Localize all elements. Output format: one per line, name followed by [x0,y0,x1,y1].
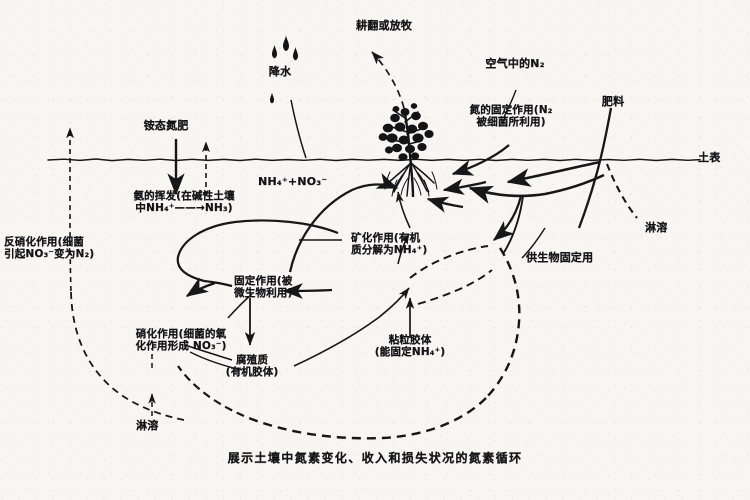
label-soil-surface: 土表 [698,151,721,164]
leaching-right-arrow [606,163,638,219]
mineralization-arrows [299,191,411,265]
label-mineralization-line1: 矿化作用(有机 [351,232,421,244]
label-immobilization-line2: 微生物利用) [234,287,293,299]
label-ammonia-volatilization-line1: 氨的挥发(在碱性土壤 [133,190,235,202]
nh4-no3-to-root-arrow [288,173,399,273]
precipitation-arrow [290,99,307,159]
label-tillage-or-grazing: 耕翻或放牧 [356,19,412,32]
label-leaching-bottom: 淋溶 [136,419,159,432]
label-clay-colloid-line1: 粘粒胶体 [388,334,432,346]
biological-fixation-arrows [177,195,546,440]
clay-colloid-arrows [405,245,493,338]
label-humus-line2: (有机胶体) [225,366,279,378]
label-precipitation: 降水 [268,65,292,78]
raindrops-icon [270,35,298,104]
air-n2-pointer [503,89,517,118]
label-ammonia-volatilization-line2: 中NH₄⁺——→NH₃) [135,202,233,214]
label-n-fixation-line1: 氮的固定作用(N₂ [469,104,553,116]
fertilizer-arrow [468,107,613,229]
label-biological-fixation-supply: 供生物固定用 [526,251,594,264]
label-nitrification-line1: 硝化作用(细菌的氧 [135,328,227,340]
label-immobilization-line1: 固定作用(被 [234,275,293,287]
diagram-caption: 展示土壤中氮素变化、收入和损失状况的氮素循环 [227,451,523,465]
label-ammonium-fertilizer: 铵态氮肥 [143,119,189,132]
label-leaching-right: 淋溶 [645,221,668,234]
label-denitrification-line2: 引起NO₃⁻变为N₂) [4,248,95,260]
label-clay-colloid-line2: (能固定NH₄⁺) [374,346,446,358]
nitrification-arrows [189,293,253,371]
n-fixation-arrow [451,144,510,176]
label-fertilizer: 肥料 [601,95,625,108]
plant-illustration [378,103,438,198]
humus-to-clay-arrow [184,287,410,367]
label-humus-line1: 腐殖质 [235,354,269,366]
tillage-grazing-arrow [371,51,405,109]
root-uptake-arrow [426,178,487,213]
label-denitrification-line1: 反硝化作用(细菌 [4,236,84,248]
label-n-fixation-line2: 被细菌所利用) [476,116,546,128]
label-nh4-no3: NH₄⁺+NO₃⁻ [258,175,328,188]
soil-surface-line [47,158,701,162]
immobilization-arrows [176,219,339,346]
label-air-n2: 空气中的N₂ [485,57,545,70]
label-mineralization-line2: 质分解为NH₄⁺) [351,244,428,256]
label-nitrification-line2: 化作用形成 NO₃⁻) [135,340,227,352]
denitrification-arrow [66,127,185,421]
